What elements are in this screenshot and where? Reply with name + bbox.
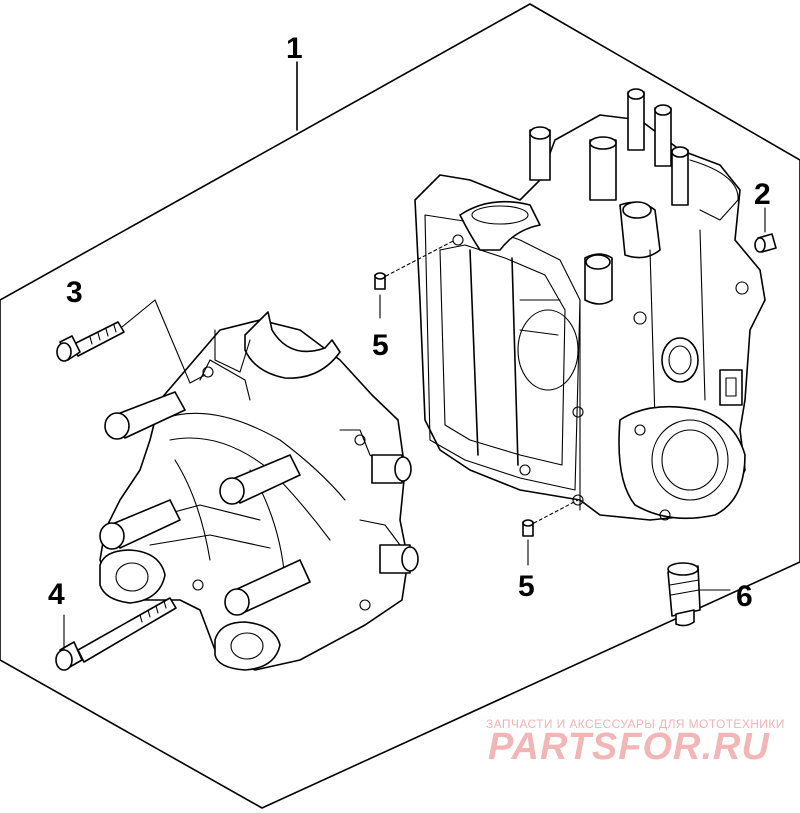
callout-1: 1 <box>286 32 303 65</box>
callout-3: 3 <box>66 276 83 309</box>
dowel-pin-2 <box>754 233 777 253</box>
cylinder-block <box>414 88 766 521</box>
watermark-tagline: ЗАПЧАСТИ И АКСЕССУАРЫ ДЛЯ МОТОТЕХНИКИ <box>486 717 785 731</box>
dowel-pin-5-lower <box>522 499 579 566</box>
top-studs <box>529 88 689 206</box>
crankcase-left-half <box>99 311 419 671</box>
callout-5-lower: 5 <box>518 570 535 603</box>
bolt-4 <box>55 597 177 671</box>
fitting-6 <box>667 562 731 627</box>
callout-4: 4 <box>48 578 65 611</box>
callout-5-upper: 5 <box>372 329 389 362</box>
bolt-3 <box>56 299 206 384</box>
boss-tubes <box>99 391 311 616</box>
callout-6: 6 <box>736 580 753 613</box>
assembly-frame <box>0 3 800 809</box>
callout-2: 2 <box>754 178 771 211</box>
watermark-logo: PARTSFOR.RU <box>488 726 770 768</box>
dowel-pin-5-upper <box>374 239 456 319</box>
